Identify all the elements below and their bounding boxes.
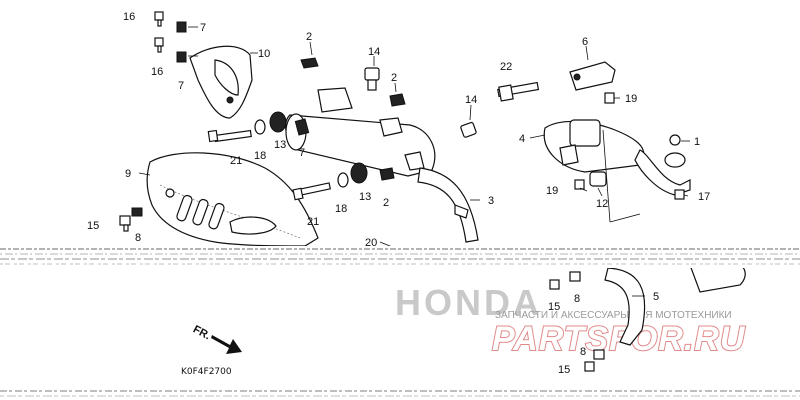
watermark-tagline: ЗАПЧАСТИ И АКСЕССУАРЫ ДЛЯ МОТОТЕХНИКИ xyxy=(495,310,732,321)
callout-8-left: 8 xyxy=(135,232,141,244)
callout-12: 12 xyxy=(596,198,608,210)
muffler-bracket-part xyxy=(497,61,616,104)
callout-10: 10 xyxy=(258,48,270,60)
callout-15-middle: 15 xyxy=(548,301,560,313)
watermark: HONDA ЗАПЧАСТИ И АКСЕССУАРЫ ДЛЯ МОТОТЕХН… xyxy=(395,282,746,359)
callout-7-middle: 7 xyxy=(178,80,184,92)
callout-18-bottom: 18 xyxy=(335,203,347,215)
callout-9: 9 xyxy=(125,168,131,180)
callout-13-top: 13 xyxy=(274,139,286,151)
callout-1: 1 xyxy=(694,136,700,148)
callout-16-bottom: 16 xyxy=(151,66,163,78)
small-muffler-part xyxy=(543,119,691,200)
callout-14-right: 14 xyxy=(465,94,477,106)
callout-17: 17 xyxy=(698,191,710,203)
callout-2-middle: 2 xyxy=(391,72,397,84)
callout-13-bottom: 13 xyxy=(359,191,371,203)
scan-band xyxy=(0,246,800,397)
callout-18-top: 18 xyxy=(254,150,266,162)
callout-19-top: 19 xyxy=(625,93,637,105)
callout-3: 3 xyxy=(488,195,494,207)
callout-labels: 16 7 10 16 7 2 14 2 14 6 22 19 4 1 19 12… xyxy=(87,11,710,376)
callout-8-middle: 8 xyxy=(574,293,580,305)
callout-8-bottom: 8 xyxy=(580,346,586,358)
callout-21-bottom: 21 xyxy=(307,216,319,228)
muffler-stay-part xyxy=(549,261,746,372)
watermark-brand: HONDA xyxy=(395,282,542,323)
callout-5: 5 xyxy=(653,291,659,303)
diagram-code: K0F4F2700 xyxy=(181,367,232,377)
callout-2-bottom: 2 xyxy=(383,197,389,209)
callout-19-bottom: 19 xyxy=(546,185,558,197)
callout-16-top: 16 xyxy=(123,11,135,23)
heat-shield-part xyxy=(146,152,319,247)
direction-label: FR. xyxy=(191,323,212,342)
callout-15-bottom: 15 xyxy=(558,364,570,376)
watermark-site-logo: PARTSFOR.RU xyxy=(492,320,746,358)
callout-22: 22 xyxy=(500,61,512,73)
callout-6: 6 xyxy=(582,36,588,48)
callout-15-left: 15 xyxy=(87,220,99,232)
callout-4: 4 xyxy=(519,133,525,145)
heat-guard-part xyxy=(189,45,253,119)
callout-2-top: 2 xyxy=(306,31,312,43)
callout-14-top: 14 xyxy=(368,46,380,58)
callout-7-bottom: 7 xyxy=(299,147,305,159)
front-direction-arrow: FR. xyxy=(191,323,242,354)
callout-21-top: 21 xyxy=(230,155,242,167)
callout-7-top: 7 xyxy=(200,22,206,34)
hardware-parts xyxy=(119,11,477,232)
